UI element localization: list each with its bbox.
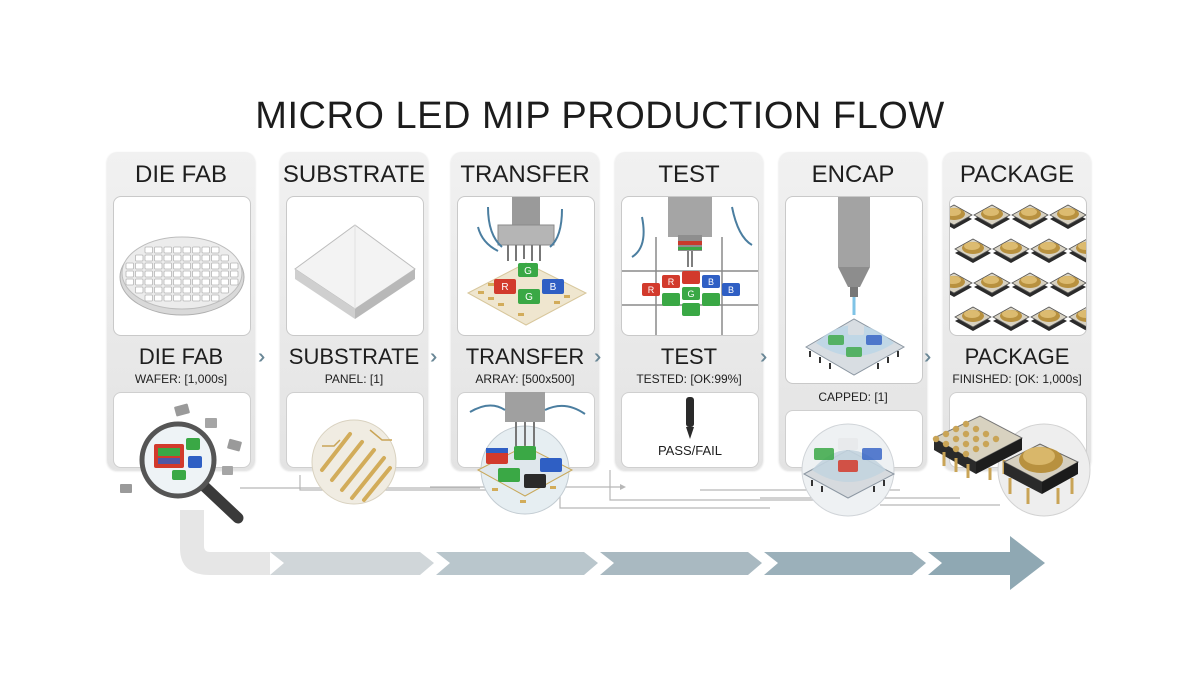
dispenser-icon (805, 197, 906, 376)
stage-header: DIE FAB (134, 161, 228, 188)
stage-top-panel (785, 196, 923, 384)
wafer-icon (119, 236, 245, 316)
stage-top-panel (113, 196, 251, 336)
packaged-chip-icon (932, 415, 1091, 517)
stage-detail: TESTED: [OK:99%] (636, 372, 742, 386)
stage-detail: FINISHED: [OK: 1,000s] (952, 372, 1082, 386)
stage-bottom-panel: PASS/FAIL (621, 392, 759, 468)
stage-die-fab: DIE FAB DIE FAB WAFER: [1,000s] (107, 152, 255, 470)
stage-test: TEST R R G (615, 152, 763, 470)
substrate-block-icon (294, 224, 416, 319)
stage-detail: ARRAY: [500x500] (475, 372, 575, 386)
stage-name: DIE FAB (138, 344, 224, 369)
stage-header: TRANSFER (460, 161, 590, 188)
stage-detail: CAPPED: [1] (818, 390, 888, 404)
rgb-chip-icon (469, 392, 586, 515)
stage-name: TEST (660, 344, 718, 369)
svg-text:B: B (728, 285, 734, 295)
pass-fail-label: PASS/FAIL (657, 443, 723, 458)
stage-name: SUBSTRATE (288, 344, 420, 369)
svg-text:G: G (524, 266, 532, 277)
test-needle-icon (686, 397, 694, 439)
magnifier-icon (120, 403, 244, 524)
stage-header: TEST (658, 161, 720, 188)
page-title: MICRO LED MIP PRODUCTION FLOW (255, 95, 945, 137)
stage-detail: PANEL: [1] (324, 372, 384, 386)
stage-header: PACKAGE (959, 161, 1075, 188)
stage-top-panel (949, 196, 1087, 336)
stage-top-panel (286, 196, 424, 336)
stage-detail: WAFER: [1,000s] (134, 372, 228, 386)
stage-name: PACKAGE (964, 344, 1070, 369)
circuit-trace-icon (311, 419, 397, 505)
svg-text:B: B (550, 282, 557, 293)
svg-text:R: R (668, 277, 675, 287)
svg-text:G: G (687, 289, 694, 299)
flow-arrow (180, 510, 1045, 590)
probe-icon: R R G B B (622, 197, 758, 335)
stage-substrate: SUBSTRATE SUBSTRATE PANEL: [1] (280, 152, 428, 470)
svg-text:R: R (648, 285, 655, 295)
stage-top-panel: G R B G (457, 196, 595, 336)
svg-text:B: B (708, 277, 714, 287)
capped-chip-icon (801, 423, 896, 517)
transfer-head-icon: G R B G (466, 197, 588, 326)
stage-top-panel: R R G B B (621, 196, 759, 336)
package-grid-icon (950, 204, 1086, 331)
svg-text:R: R (501, 282, 508, 293)
stage-header: SUBSTRATE (282, 161, 426, 188)
stage-package: PACKAGE PACKAGE FINISHED: [OK: 1,000s] (943, 152, 1091, 470)
svg-text:G: G (525, 292, 533, 303)
stage-name: TRANSFER (465, 344, 585, 369)
stage-header: ENCAP (811, 161, 895, 188)
